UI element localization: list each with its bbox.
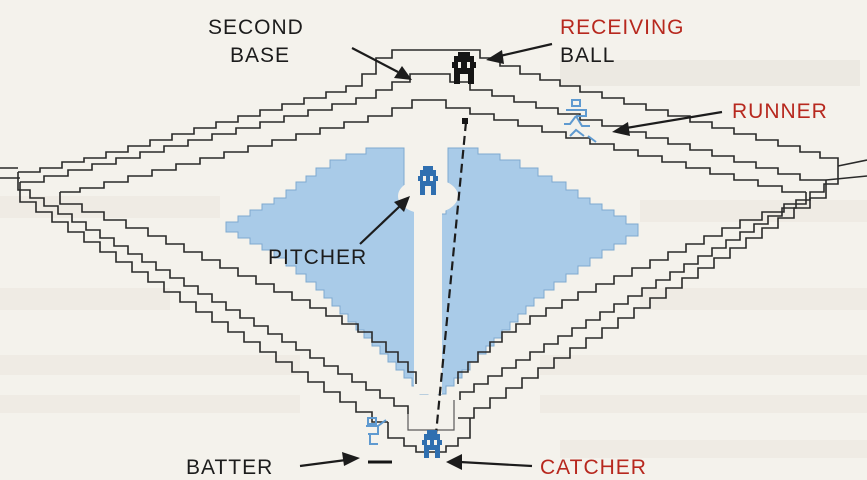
- receiving-ball-line-2: BALL: [560, 44, 615, 67]
- label-batter: BATTER: [186, 456, 273, 479]
- pitcher-label: PITCHER: [268, 246, 367, 269]
- label-pitcher: PITCHER: [268, 246, 367, 269]
- label-runner: RUNNER: [732, 100, 828, 123]
- receiving-ball-line-1: RECEIVING: [560, 16, 685, 39]
- batter-label: BATTER: [186, 456, 273, 479]
- label-catcher: CATCHER: [540, 456, 647, 479]
- second-base-line-2: BASE: [230, 44, 290, 67]
- catcher-label: CATCHER: [540, 456, 647, 479]
- runner-label: RUNNER: [732, 100, 828, 123]
- ball-icon: [462, 118, 468, 124]
- second-base-line-1: SECOND: [208, 16, 304, 39]
